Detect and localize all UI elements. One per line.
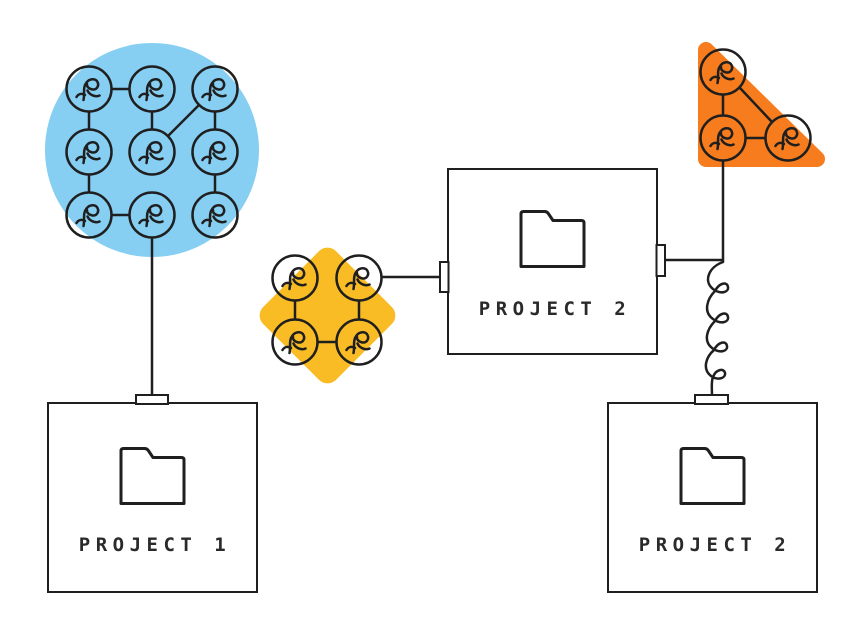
member-links-orange — [721, 87, 773, 140]
member-link-line — [739, 87, 773, 123]
team-orange-shape — [698, 42, 825, 167]
connector-spring-coil — [704, 260, 730, 397]
project-box-outline — [447, 168, 658, 355]
member-links-blue — [87, 87, 217, 217]
member-links-yellow — [293, 300, 361, 344]
team-orange-triangle — [698, 42, 825, 167]
project-box-outline — [47, 402, 258, 593]
project-label: PROJECT 2 — [639, 534, 791, 556]
project-box-2-middle: PROJECT 2 — [439, 168, 666, 355]
connector-tab — [655, 244, 666, 277]
project-box-outline — [607, 402, 818, 593]
connector-tab — [694, 394, 729, 405]
project-label: PROJECT 2 — [479, 298, 631, 320]
team-blue-circle — [45, 43, 259, 257]
project-box-1: PROJECT 1 — [47, 394, 258, 593]
team-yellow-diamond — [259, 247, 396, 384]
project-label: PROJECT 1 — [79, 534, 231, 556]
connector-tab — [439, 261, 450, 293]
connector-tab — [135, 394, 169, 405]
member-link-line — [167, 104, 200, 137]
project-box-2-bottom: PROJECT 2 — [607, 394, 818, 593]
